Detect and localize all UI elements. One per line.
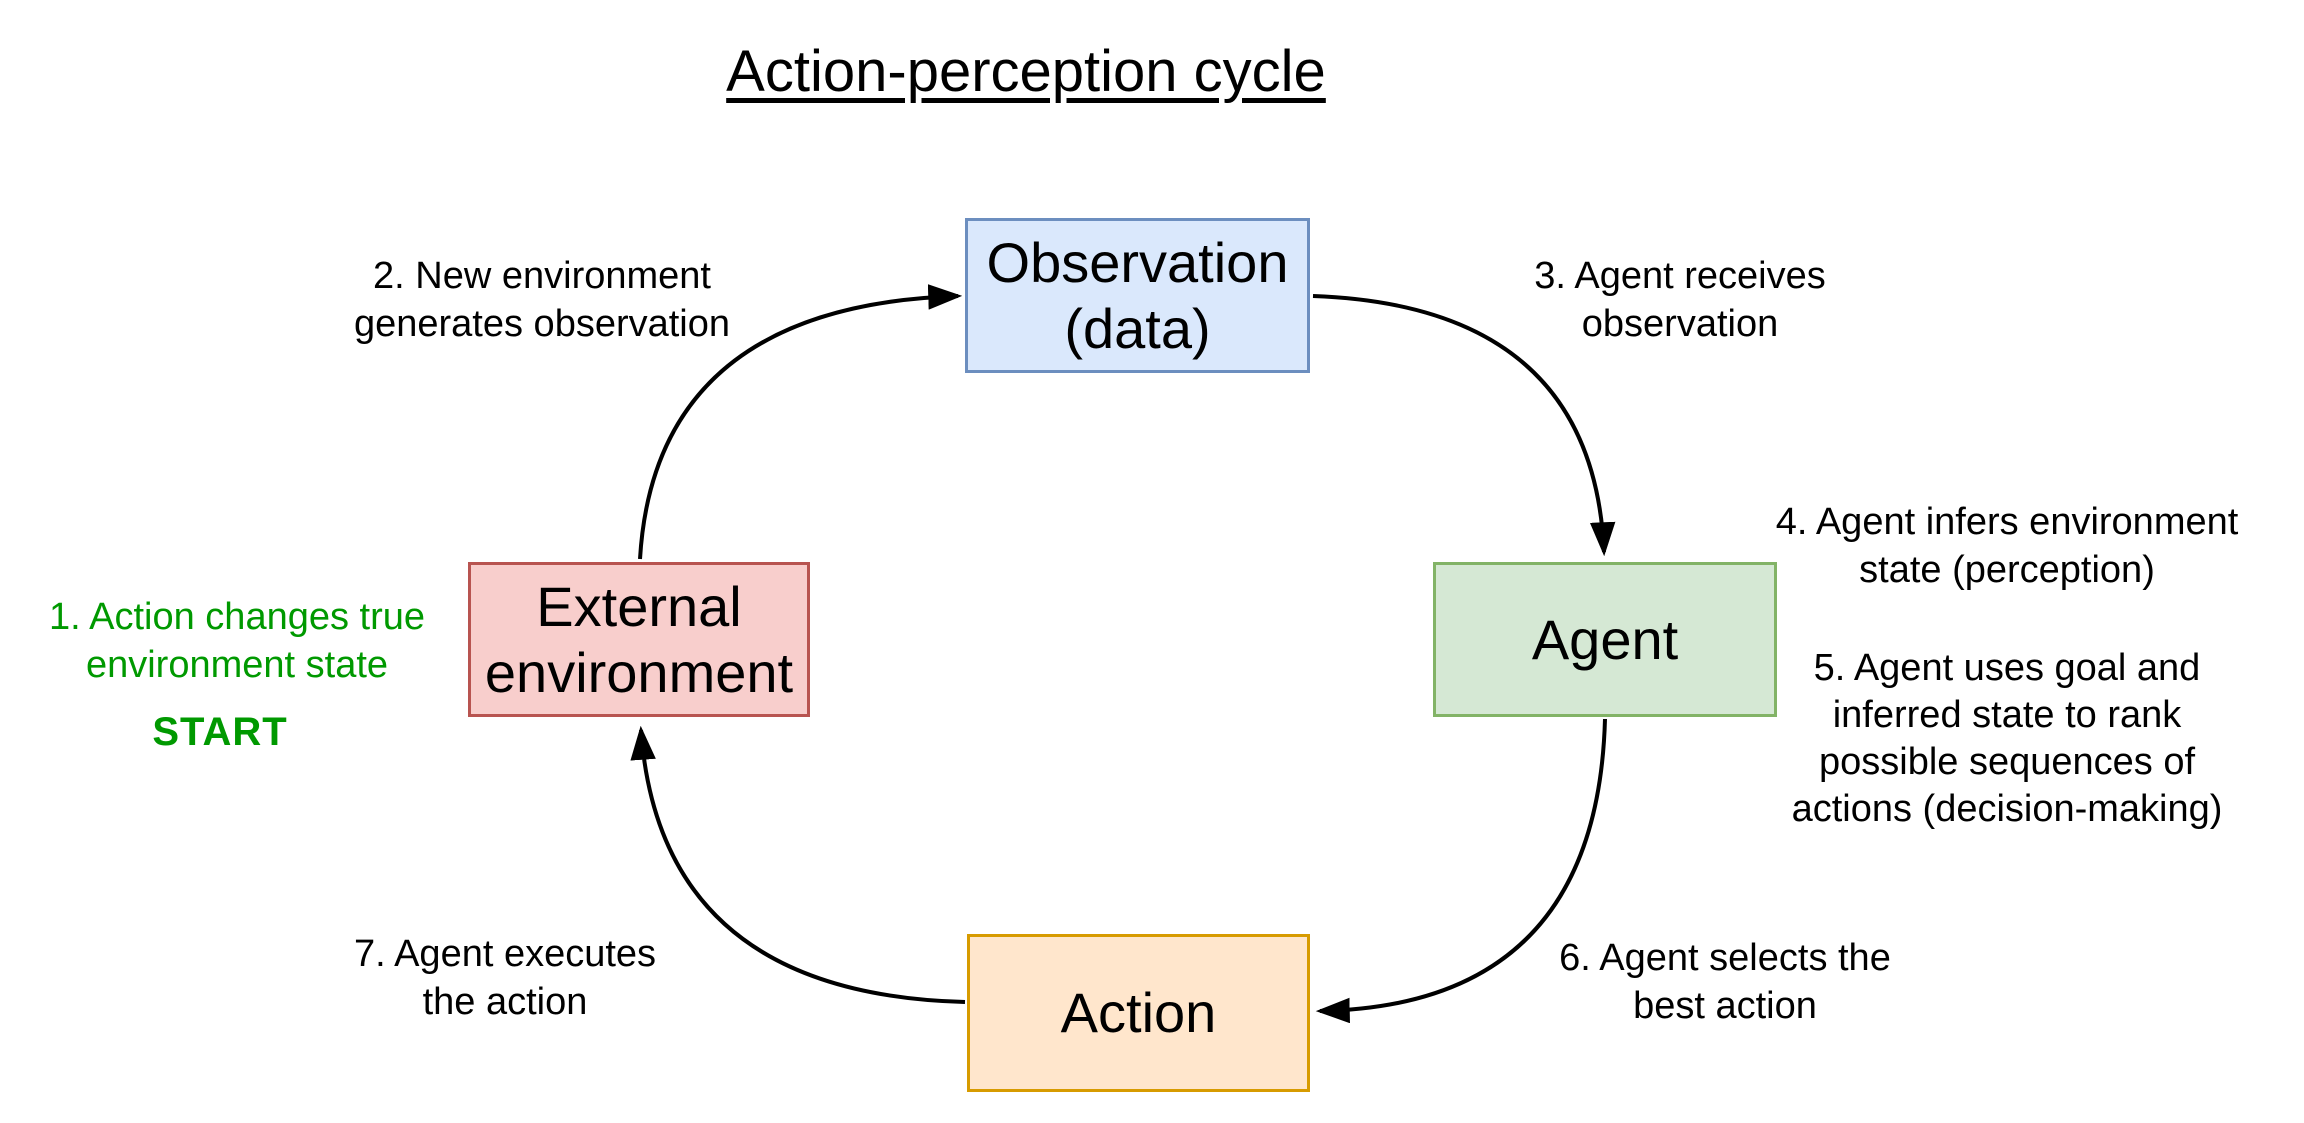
step-3-line2: observation: [1581, 303, 1779, 345]
step-3-line1: 3. Agent receives: [1534, 255, 1826, 297]
node-observation-label-line1: Observation: [986, 230, 1289, 294]
step-5-line3: possible sequences of: [1818, 741, 2196, 783]
node-external-label-line1: External: [536, 574, 742, 638]
step-6-line2: best action: [1633, 985, 1817, 1027]
step-2-annotation: 2. New environment generates observation: [262, 252, 822, 348]
node-action: Action: [967, 934, 1310, 1092]
step-6-line1: 6. Agent selects the: [1559, 937, 1891, 979]
start-label: START: [152, 710, 288, 754]
step-4-line2: state (perception): [1859, 549, 2155, 591]
step-7-line2: the action: [422, 981, 588, 1023]
diagram-title: Action-perception cycle: [726, 39, 1326, 104]
step-5-line1: 5. Agent uses goal and: [1813, 647, 2201, 689]
arrow-external-to-observation: [638, 284, 963, 560]
step-4-line1: 4. Agent infers environment: [1775, 501, 2239, 543]
step-5-annotation: 5. Agent uses goal and inferred state to…: [1717, 645, 2297, 833]
node-observation-label-line2: (data): [1064, 296, 1211, 360]
arrow-agent-to-action: [1315, 718, 1607, 1024]
step-3-annotation: 3. Agent receives observation: [1400, 252, 1960, 348]
step-1-line2: environment state: [85, 644, 389, 686]
node-agent-label: Agent: [1531, 607, 1679, 671]
step-1-line1: 1. Action changes true: [48, 596, 426, 638]
step-5-line2: inferred state to rank: [1832, 694, 2182, 736]
node-external-label-line2: environment: [484, 640, 794, 704]
step-7-annotation: 7. Agent executes the action: [225, 930, 785, 1026]
node-agent: Agent: [1433, 562, 1777, 717]
step-2-line2: generates observation: [353, 303, 731, 345]
arrow-action-to-external: [630, 725, 966, 1004]
node-external-environment: External environment: [468, 562, 810, 717]
step-7-line1: 7. Agent executes: [353, 933, 657, 975]
node-action-label: Action: [1060, 981, 1217, 1044]
step-6-annotation: 6. Agent selects the best action: [1445, 934, 2005, 1030]
node-observation: Observation (data): [965, 218, 1310, 373]
arrow-observation-to-agent: [1312, 294, 1616, 557]
step-2-line1: 2. New environment: [373, 255, 711, 297]
step-4-annotation: 4. Agent infers environment state (perce…: [1717, 498, 2297, 594]
step-5-line4: actions (decision-making): [1791, 788, 2223, 830]
step-1-annotation: 1. Action changes true environment state: [7, 593, 467, 689]
